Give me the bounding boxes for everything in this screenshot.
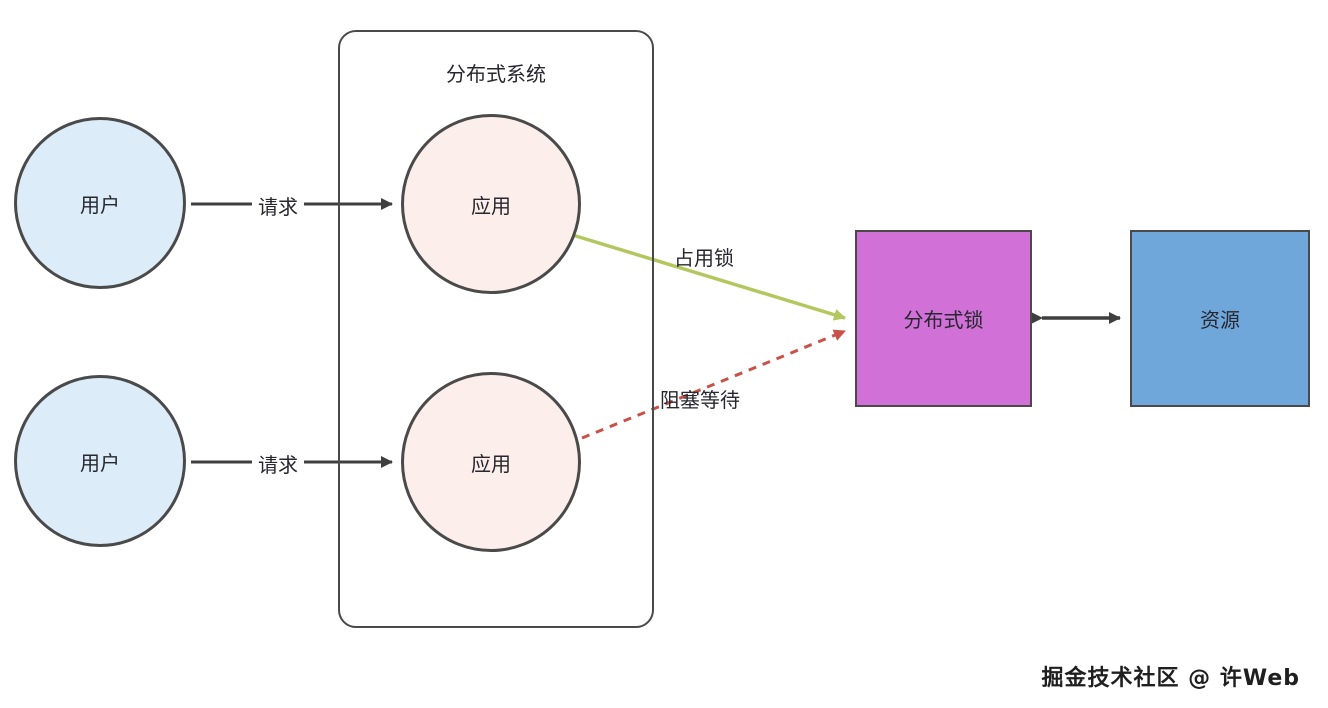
distributed-system-title: 分布式系统 [446, 62, 546, 86]
resource-node: 资源 [1130, 230, 1310, 407]
app-node-1: 应用 [401, 114, 581, 294]
app-node-2-label: 应用 [471, 451, 511, 476]
app-node-1-label: 应用 [471, 193, 511, 218]
distributed-system-box [338, 30, 654, 628]
resource-label: 资源 [1200, 308, 1240, 332]
request1-edge-label: 请求 [252, 189, 304, 222]
occupy-lock-arrow [565, 231, 846, 321]
user-node-1: 用户 [14, 117, 186, 289]
user-node-2-label: 用户 [80, 450, 120, 475]
request2-edge-label: 请求 [252, 447, 304, 480]
occupy-lock-edge-label: 占用锁 [674, 246, 734, 270]
app-node-2: 应用 [401, 372, 581, 552]
blocking-wait-edge-label: 阻塞等待 [660, 388, 740, 412]
user-node-1-label: 用户 [80, 192, 120, 217]
watermark-text: 掘金技术社区 @ 许Web [1041, 666, 1300, 691]
user-node-2: 用户 [14, 375, 186, 547]
distributed-lock-label: 分布式锁 [903, 308, 984, 332]
blocking-wait-arrow [581, 329, 846, 440]
distributed-lock-node: 分布式锁 [855, 230, 1032, 407]
